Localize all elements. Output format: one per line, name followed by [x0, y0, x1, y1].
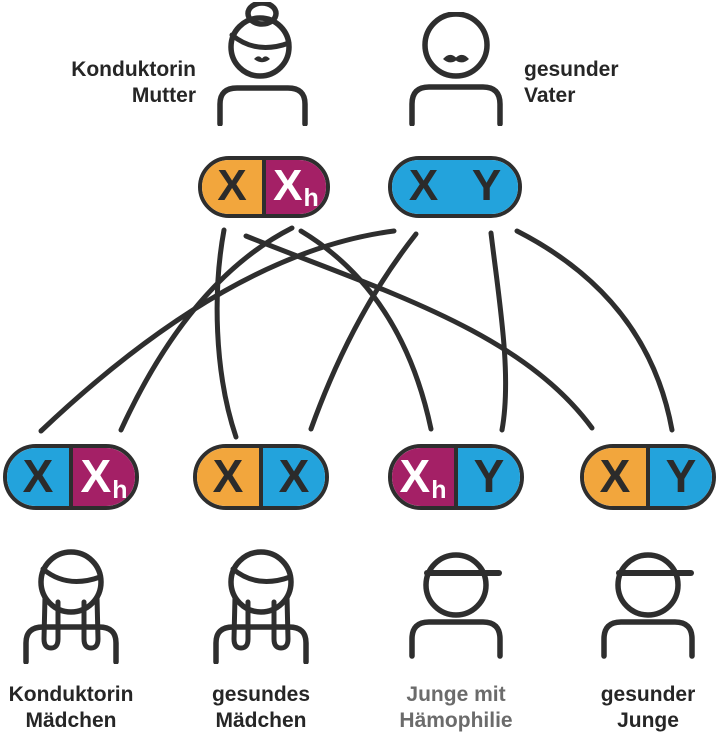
allele-subscript: h: [431, 476, 447, 504]
line-father-y-to-child3: [488, 230, 509, 433]
allele-letter: Y: [665, 450, 697, 502]
girl-icon: [15, 540, 127, 664]
allele-letter: X: [278, 450, 310, 502]
boy-cap-icon: [400, 540, 512, 664]
allele-letter: Y: [473, 450, 505, 502]
line-mother-xh-to-child1: [118, 225, 295, 433]
allele-letter: Y: [471, 161, 502, 210]
child-1-allele-X: X: [7, 448, 69, 506]
allele-subscript: h: [112, 476, 128, 504]
child-3-label: Junge mit Hämophilie: [399, 683, 513, 732]
boy-cap-icon: [592, 540, 704, 664]
father-label: gesunder Vater: [524, 58, 619, 107]
child-4-allele-X: X: [584, 448, 646, 506]
allele-letter: X: [273, 161, 303, 210]
child-2-allele-X: X: [197, 448, 259, 506]
child-2-label: gesundes Mädchen: [211, 683, 311, 732]
line-father-x-to-child2: [308, 231, 419, 432]
child-3-allele-Y: Y: [454, 448, 520, 506]
father-allele-X: X: [392, 160, 455, 214]
girl-icon: [205, 540, 317, 664]
allele-subscript: h: [303, 184, 319, 212]
allele-letter: X: [599, 450, 631, 502]
allele-letter: X: [217, 161, 247, 210]
child-1-label: Konduktorin Mädchen: [8, 683, 134, 732]
line-father-y-to-child4: [514, 228, 675, 433]
woman-bun-icon: [206, 2, 318, 126]
father-allele-Y: Y: [455, 160, 518, 214]
child-4-label: gesunder Junge: [600, 683, 696, 732]
allele-letter: X: [22, 450, 54, 502]
allele-letter: X: [408, 161, 439, 210]
child-4-allele-Y: Y: [646, 448, 712, 506]
mother-label: Konduktorin Mutter: [71, 58, 196, 107]
man-mustache-icon: [400, 12, 512, 126]
allele-letter: X: [80, 450, 112, 502]
child-2-allele-X: X: [259, 448, 325, 506]
line-father-x-to-child1: [38, 228, 397, 434]
allele-letter: X: [399, 450, 431, 502]
mother-allele-X: X: [202, 160, 262, 214]
line-mother-x-to-child2: [214, 227, 239, 440]
allele-letter: X: [212, 450, 244, 502]
line-mother-x-to-child4: [243, 233, 595, 431]
